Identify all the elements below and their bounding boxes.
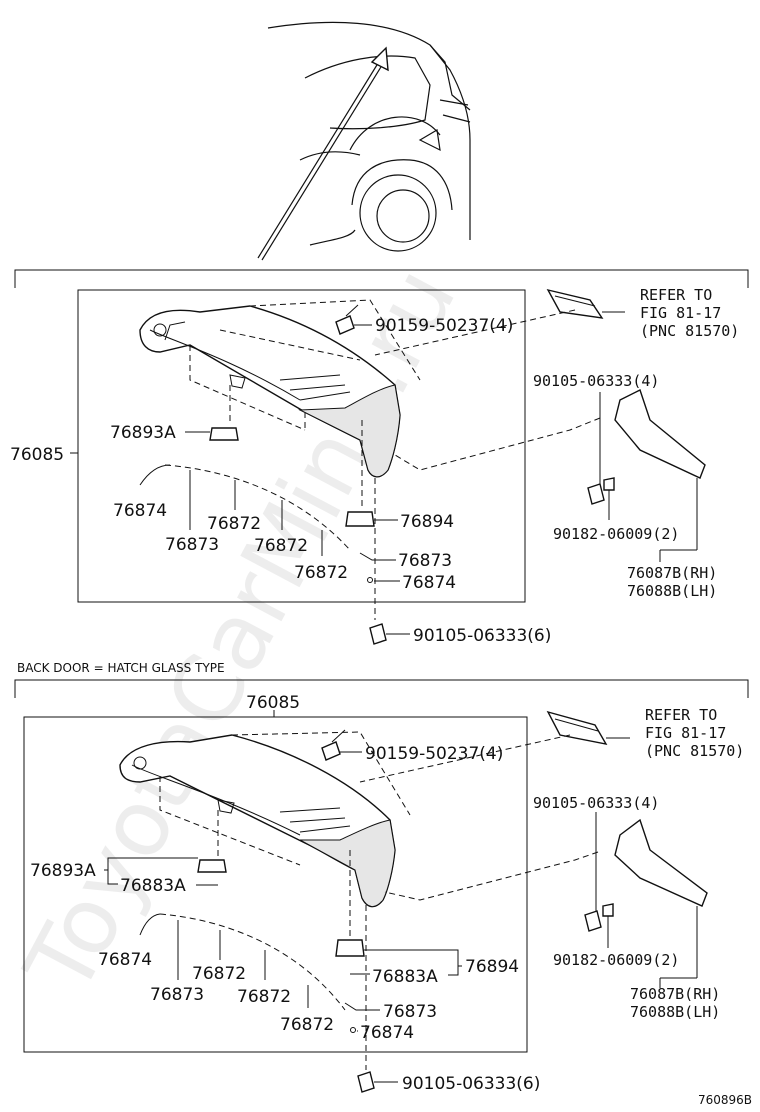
clip-76893a-lower bbox=[197, 859, 227, 873]
label-screw-bottom: 90105-06333(6) bbox=[413, 626, 551, 646]
diagram-id: 760896B bbox=[698, 1093, 752, 1107]
label-refer3: (PNC 81570) bbox=[640, 322, 739, 340]
section-title: BACK DOOR = HATCH GLASS TYPE bbox=[17, 661, 225, 675]
label-bracket-lh: 76088B(LH) bbox=[627, 582, 717, 600]
label-strip-7-lower: 76874 bbox=[360, 1023, 414, 1043]
label-clip-b-lower: 76894 bbox=[465, 957, 519, 977]
brake-lamp-upper bbox=[374, 288, 625, 356]
label-strip-5: 76872 bbox=[294, 563, 348, 583]
upper-section: 90159-50237(4) REFER TO FIG 81-17 (PNC 8… bbox=[10, 269, 749, 646]
label-screw-bracket-lower: 90105-06333(4) bbox=[533, 794, 659, 812]
label-clip-a2-lower: 76883A bbox=[120, 876, 186, 896]
label-strip-4: 76872 bbox=[254, 536, 308, 556]
clip-76893a bbox=[209, 427, 239, 441]
label-screw-bracket: 90105-06333(4) bbox=[533, 372, 659, 390]
weatherstrip-lower bbox=[159, 913, 346, 1011]
bolt-90159-upper bbox=[335, 304, 372, 335]
label-strip-7: 76874 bbox=[402, 573, 456, 593]
label-refer1: REFER TO bbox=[640, 286, 712, 304]
label-screw-bottom-lower: 90105-06333(6) bbox=[402, 1074, 540, 1094]
label-refer2-lower: FIG 81-17 bbox=[645, 724, 726, 742]
clip-76894-lower bbox=[335, 939, 365, 957]
label-refer3-lower: (PNC 81570) bbox=[645, 742, 744, 760]
label-clip-b: 76894 bbox=[400, 512, 454, 532]
label-strip-6-lower: 76873 bbox=[383, 1002, 437, 1022]
label-assembly: 76085 bbox=[10, 445, 64, 465]
label-strip-5-lower: 76872 bbox=[280, 1015, 334, 1035]
label-assembly-lower: 76085 bbox=[246, 693, 300, 713]
screw-bottom-lower bbox=[357, 1071, 375, 1093]
label-strip-1: 76874 bbox=[113, 501, 167, 521]
lower-section: BACK DOOR = HATCH GLASS TYPE 76085 90159… bbox=[14, 661, 749, 1094]
screw-bottom-upper bbox=[369, 623, 387, 645]
label-bracket-rh: 76087B(RH) bbox=[627, 564, 717, 582]
side-bracket-upper bbox=[394, 389, 706, 562]
label-bolt-top: 90159-50237(4) bbox=[375, 316, 513, 336]
label-nut: 90182-06009(2) bbox=[553, 525, 679, 543]
brake-lamp-lower bbox=[359, 710, 630, 783]
spoiler-assembly-lower bbox=[119, 731, 411, 1070]
label-strip-2: 76873 bbox=[165, 535, 219, 555]
label-strip-6: 76873 bbox=[398, 551, 452, 571]
side-bracket-lower bbox=[384, 812, 708, 988]
spoiler-assembly bbox=[139, 299, 421, 620]
label-refer1-lower: REFER TO bbox=[645, 706, 717, 724]
label-bolt-top-lower: 90159-50237(4) bbox=[365, 744, 503, 764]
bolt-90159-lower bbox=[321, 729, 362, 761]
label-bracket-lh-lower: 76088B(LH) bbox=[630, 1003, 720, 1021]
label-strip-2-lower: 76873 bbox=[150, 985, 204, 1005]
label-clip-b2-lower: 76883A bbox=[372, 967, 438, 987]
label-refer2: FIG 81-17 bbox=[640, 304, 721, 322]
label-strip-3-lower: 76872 bbox=[192, 964, 246, 984]
label-strip-4-lower: 76872 bbox=[237, 987, 291, 1007]
label-clip-a-lower: 76893A bbox=[30, 861, 96, 881]
label-strip-3: 76872 bbox=[207, 514, 261, 534]
label-clip-a: 76893A bbox=[110, 423, 176, 443]
label-strip-1-lower: 76874 bbox=[98, 950, 152, 970]
label-bracket-rh-lower: 76087B(RH) bbox=[630, 985, 720, 1003]
weatherstrip-upper bbox=[164, 464, 351, 551]
vehicle-rear-illustration bbox=[257, 21, 471, 261]
clip-76894 bbox=[345, 511, 375, 527]
label-nut-lower: 90182-06009(2) bbox=[553, 951, 679, 969]
